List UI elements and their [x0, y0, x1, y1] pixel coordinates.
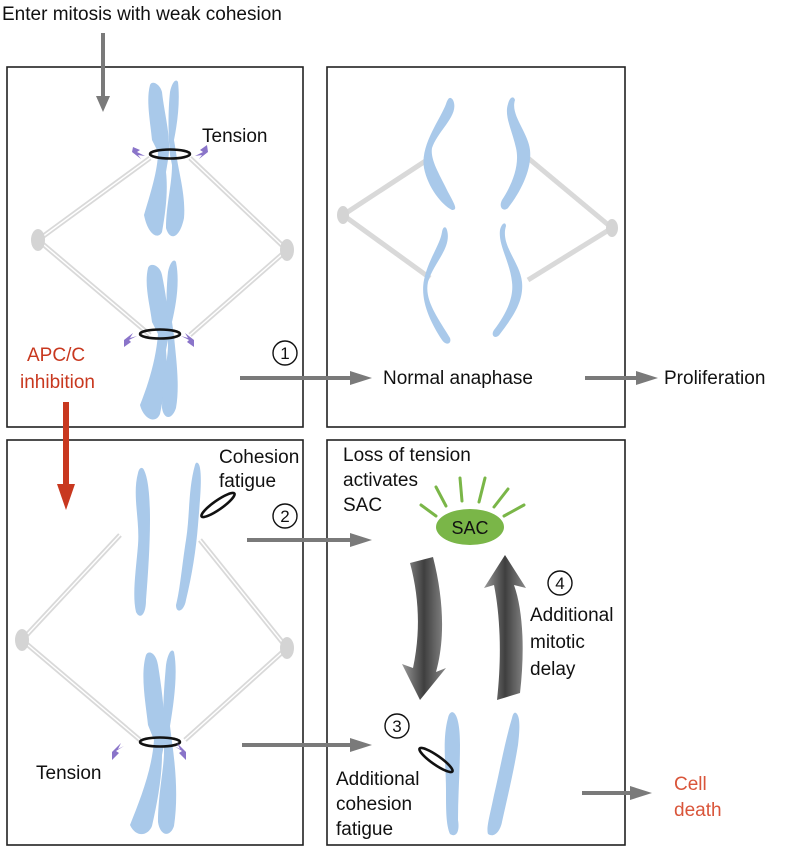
step-4-number: 4 [555, 574, 564, 593]
cohesin-ring [418, 746, 454, 774]
apcc-label-line1: APC/C [27, 345, 85, 366]
spindle-top-right [337, 155, 618, 283]
cohesin-ring [148, 148, 192, 160]
apcc-label-line2: inhibition [20, 372, 95, 393]
additional-fatigue-line2: cohesion [336, 794, 412, 815]
spindle-pole [15, 629, 29, 651]
panel-bottom-right [326, 439, 626, 846]
proliferation-label: Proliferation [664, 368, 765, 389]
step2-arrow [247, 533, 372, 547]
additional-delay-line3: delay [530, 659, 576, 680]
spindle-pole [280, 637, 294, 659]
chromosome-fatigued-1 [134, 462, 201, 616]
cell-death-line1: Cell [674, 774, 707, 795]
spindle-pole [280, 239, 294, 261]
loss-of-tension-line1: Loss of tension [343, 445, 471, 466]
step-2-marker [272, 503, 298, 529]
loss-of-tension-line2: activates [343, 470, 418, 491]
proliferation-arrow [585, 371, 658, 385]
chromosome-fatigued-2 [130, 650, 177, 835]
cohesin-ring [138, 736, 182, 748]
additional-delay-line2: mitotic [530, 632, 585, 653]
panel-bottom-left [6, 439, 304, 846]
chromosome-top-2 [140, 260, 178, 420]
panel-top-left [6, 66, 304, 428]
tension-label-bottom: Tension [36, 763, 102, 784]
step-3-marker [384, 713, 410, 739]
tension-spark [112, 743, 186, 760]
step1-arrow [240, 371, 372, 385]
normal-anaphase-label: Normal anaphase [383, 368, 533, 389]
tension-label-top: Tension [202, 126, 268, 147]
sac-icon: SAC [419, 476, 526, 545]
cohesion-fatigue-label-line1: Cohesion [219, 447, 299, 468]
additional-delay-line1: Additional [530, 605, 613, 626]
spindle-pole [606, 219, 618, 237]
entry-arrow [96, 33, 110, 112]
cycle-arrow-up [484, 555, 526, 700]
cohesin-ring [138, 328, 182, 340]
step-1-number: 1 [280, 344, 289, 363]
loss-of-tension-line3: SAC [343, 495, 382, 516]
chromosome-separating [444, 712, 520, 836]
step-3-number: 3 [392, 717, 401, 736]
separated-chromatids [423, 97, 531, 344]
spindle-top-left [31, 155, 294, 337]
cohesin-ring [200, 491, 236, 519]
spindle-bottom-left [15, 533, 294, 742]
step-4-marker [547, 570, 573, 596]
step3-arrow [242, 738, 372, 752]
cell-death-arrow [582, 786, 652, 800]
entry-label: Enter mitosis with weak cohesion [2, 4, 282, 25]
step-2-number: 2 [280, 507, 289, 526]
step-1-marker [272, 340, 298, 366]
panel-top-right [326, 66, 626, 428]
cohesion-fatigue-label-line2: fatigue [219, 471, 276, 492]
spindle-pole [337, 206, 349, 224]
cell-death-line2: death [674, 800, 722, 821]
additional-fatigue-line3: fatigue [336, 819, 393, 840]
spindle-pole [31, 229, 45, 251]
cycle-arrow-down [402, 557, 446, 700]
tension-spark [124, 145, 208, 347]
additional-fatigue-line1: Additional [336, 769, 419, 790]
sac-label: SAC [451, 518, 488, 538]
apcc-inhibition-arrow [57, 402, 75, 510]
